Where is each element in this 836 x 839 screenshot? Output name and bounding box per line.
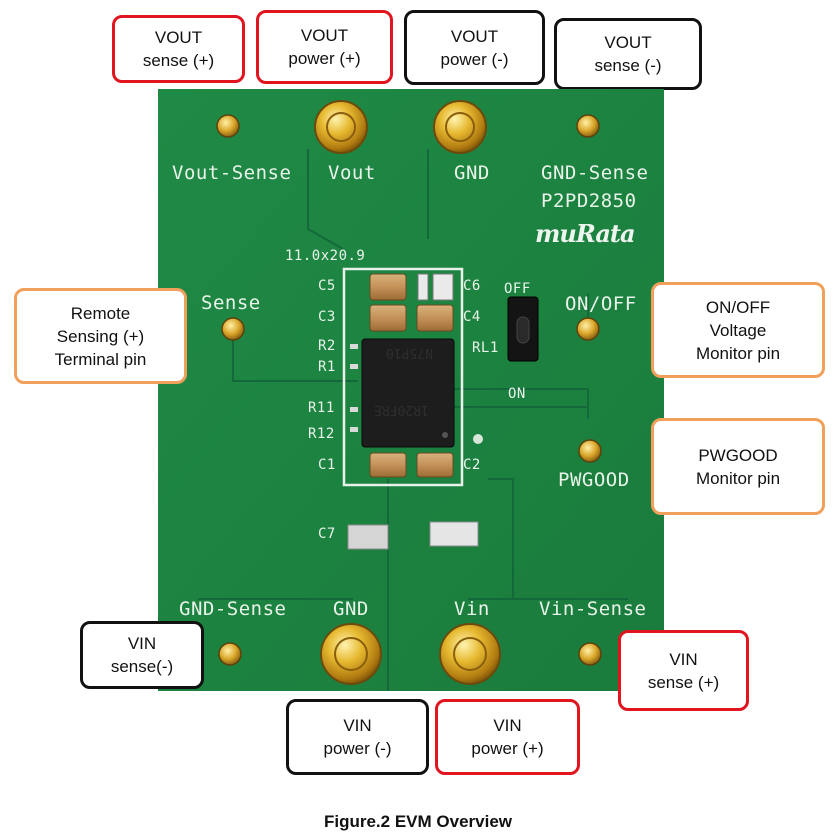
callout-line: power (+) (471, 739, 544, 758)
gnd-bottom-terminal (320, 623, 382, 685)
capacitor-c6b (432, 273, 454, 301)
callout-line: VIN (669, 649, 698, 669)
callout-line: power (-) (323, 739, 392, 758)
switch-lever (516, 316, 530, 344)
callout-line: Sensing (+) (56, 326, 145, 346)
ic-marking-1: N75P10 (386, 345, 433, 360)
silk-r11: R11 (308, 400, 335, 416)
silk-gnd-bottom: GND (333, 598, 369, 620)
resistor-r2 (350, 344, 358, 349)
silk-vout: Vout (328, 162, 376, 184)
callout-line: sense(-) (110, 657, 174, 676)
silk-c6: C6 (463, 278, 481, 294)
vout-sense-pin (216, 114, 240, 138)
silk-gnd-top: GND (454, 162, 490, 184)
silk-rl1: RL1 (472, 340, 499, 356)
silk-c3: C3 (318, 309, 336, 325)
callout-line: VIN (493, 716, 522, 735)
power-module-ic (361, 338, 455, 448)
vout-sense-minus-callout: VOUT sense (-) (554, 18, 702, 90)
silk-sense: Sense (201, 292, 261, 314)
vout-terminal (314, 100, 368, 154)
c7-pad-right (429, 521, 479, 547)
vout-sense-plus-callout: VOUT sense (+) (112, 15, 245, 83)
vin-power-plus-callout: VIN power (+) (435, 699, 580, 775)
vin-sense-pin (578, 642, 602, 666)
callout-line: ON/OFF (705, 297, 771, 317)
silk-c1: C1 (318, 457, 336, 473)
silk-gnd-sense-top: GND-Sense (541, 162, 649, 184)
c7-pad-left (347, 524, 389, 550)
pwgood-monitor-callout: PWGOOD Monitor pin (651, 418, 825, 515)
capacitor-c4 (416, 304, 454, 332)
callout-line: VOUT (154, 28, 203, 47)
silk-pwgood: PWGOOD (558, 469, 630, 491)
silk-off: OFF (504, 281, 531, 297)
pwgood-pin (578, 439, 602, 463)
evm-board: Vout-Sense Vout GND GND-Sense P2PD2850 m… (158, 89, 664, 691)
gnd-top-terminal (433, 100, 487, 154)
callout-line: Monitor pin (695, 468, 781, 488)
sense-pin (221, 317, 245, 341)
silk-vin: Vin (454, 598, 490, 620)
board-graphic (158, 89, 664, 691)
callout-line: Voltage (709, 320, 767, 340)
callout-line: VOUT (604, 33, 652, 52)
silk-on: ON (508, 386, 526, 402)
vin-sense-plus-callout: VIN sense (+) (618, 630, 749, 711)
callout-line: VOUT (300, 26, 349, 45)
silk-gnd-sense-bottom: GND-Sense (179, 598, 287, 620)
capacitor-c5 (369, 273, 407, 301)
callout-line: Monitor pin (695, 343, 781, 363)
figure-caption: Figure.2 EVM Overview (323, 812, 512, 831)
silk-c2: C2 (463, 457, 481, 473)
vin-terminal (439, 623, 501, 685)
vout-power-plus-callout: VOUT power (+) (256, 10, 393, 84)
gnd-sense-top-pin (576, 114, 600, 138)
callout-line: VOUT (450, 26, 499, 46)
ic-marking-2: 1R20FRE (374, 402, 429, 417)
silk-module-size: 11.0x20.9 (285, 248, 366, 264)
vin-power-minus-callout: VIN power (-) (286, 699, 429, 775)
callout-line: VIN (343, 716, 372, 735)
callout-line: Terminal pin (54, 349, 147, 369)
pin1-marker (473, 434, 483, 444)
silk-c4: C4 (463, 309, 481, 325)
silk-r2: R2 (318, 338, 336, 354)
silk-c5: C5 (318, 278, 336, 294)
callout-line: sense (-) (594, 56, 662, 75)
silk-onoff: ON/OFF (565, 293, 637, 315)
silk-r1: R1 (318, 359, 336, 375)
callout-line: PWGOOD (698, 445, 778, 465)
capacitor-c6a (417, 273, 429, 301)
pcb-traces (198, 149, 628, 691)
onoff-pin (576, 317, 600, 341)
silk-part-number: P2PD2850 (541, 190, 637, 212)
resistor-r11 (350, 407, 358, 412)
capacitor-c1 (369, 452, 407, 478)
silk-c7: C7 (318, 526, 336, 542)
callout-line: power (+) (288, 49, 361, 68)
capacitor-c2 (416, 452, 454, 478)
silk-vin-sense: Vin-Sense (539, 598, 647, 620)
resistor-r1 (350, 364, 358, 369)
capacitor-c3 (369, 304, 407, 332)
callout-line: VIN (127, 634, 157, 653)
silk-r12: R12 (308, 426, 335, 442)
callout-line: sense (+) (647, 672, 720, 692)
callout-line: power (-) (440, 49, 509, 69)
callout-line: sense (+) (142, 51, 215, 70)
callout-line: Remote (70, 303, 131, 323)
module-outline (342, 267, 464, 487)
silk-vout-sense: Vout-Sense (172, 162, 292, 184)
vout-power-minus-callout: VOUT power (-) (404, 10, 545, 85)
vin-sense-minus-callout: VIN sense(-) (80, 621, 204, 689)
resistor-r12 (350, 427, 358, 432)
murata-logo: muRata (535, 219, 636, 248)
gnd-sense-bottom-pin (218, 642, 242, 666)
